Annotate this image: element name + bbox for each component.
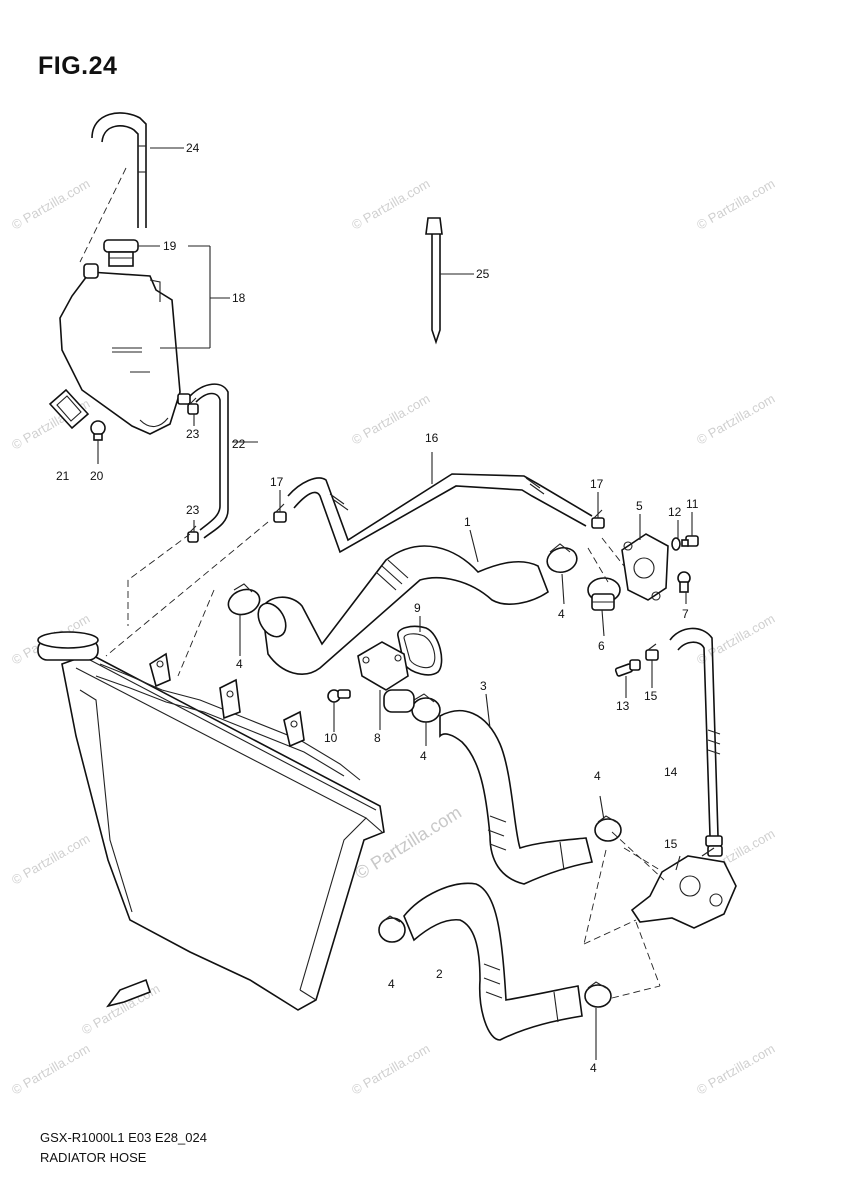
radiator-hose-3[interactable] xyxy=(439,709,593,885)
thermostat-cover-5[interactable] xyxy=(621,533,669,601)
callout-2: 2 xyxy=(436,967,443,981)
hose-clamp-4[interactable] xyxy=(594,815,622,842)
callout-25: 25 xyxy=(476,267,490,281)
watermark: © Partzilla.com xyxy=(694,611,777,668)
washer-12[interactable] xyxy=(671,537,681,551)
callout-4-right: 4 xyxy=(594,769,601,783)
hose-clamp-4[interactable] xyxy=(378,915,406,943)
watermark: © Partzilla.com xyxy=(694,391,777,448)
callout-15-upper: 15 xyxy=(644,689,658,703)
callout-22: 22 xyxy=(232,437,246,451)
figure-label: FIG.24 xyxy=(38,52,118,80)
radiator-hose-1[interactable] xyxy=(253,545,549,675)
callout-16: 16 xyxy=(425,431,439,445)
callout-7: 7 xyxy=(682,607,689,621)
bolt-13[interactable] xyxy=(614,659,641,677)
watermark: © Partzilla.com xyxy=(349,176,432,233)
callout-17-right: 17 xyxy=(590,477,604,491)
callout-15-lower: 15 xyxy=(664,837,678,851)
watermark: © Partzilla.com xyxy=(349,391,432,448)
bolt-7[interactable] xyxy=(677,571,691,593)
callout-20: 20 xyxy=(90,469,104,483)
callout-12: 12 xyxy=(668,505,682,519)
callout-13: 13 xyxy=(616,699,630,713)
watermark: © Partzilla.com xyxy=(9,176,92,233)
diagram-title: RADIATOR HOSE xyxy=(40,1150,147,1165)
callout-4-left: 4 xyxy=(236,657,243,671)
callout-6: 6 xyxy=(598,639,605,653)
callout-19: 19 xyxy=(163,239,177,253)
radiator[interactable] xyxy=(37,631,385,1011)
hose-clamp-15[interactable] xyxy=(707,845,723,857)
callout-4-bottom: 4 xyxy=(590,1061,597,1075)
bolt-20[interactable] xyxy=(90,420,106,441)
thermostat-6[interactable] xyxy=(587,577,621,611)
hose-clamp-23[interactable] xyxy=(187,525,199,543)
pad-21[interactable] xyxy=(48,388,90,430)
reservoir-cap-19[interactable] xyxy=(103,239,139,267)
callout-4-lower-left: 4 xyxy=(388,977,395,991)
leader-lines xyxy=(97,147,715,1060)
watermark: © Partzilla.com xyxy=(694,1041,777,1098)
reservoir-tank-18[interactable] xyxy=(59,263,191,435)
watermark: © Partzilla.com xyxy=(9,1041,92,1098)
hose-clamp-23[interactable] xyxy=(187,397,199,415)
callout-21: 21 xyxy=(56,469,70,483)
reservoir-hose-22[interactable] xyxy=(189,383,229,539)
callout-9: 9 xyxy=(414,601,421,615)
callout-17-left: 17 xyxy=(270,475,284,489)
water-pump-hose-14[interactable] xyxy=(669,627,723,847)
callout-3: 3 xyxy=(480,679,487,693)
callout-24: 24 xyxy=(186,141,200,155)
model-code: GSX-R1000L1 E03 E28_024 xyxy=(40,1130,207,1145)
bypass-hose-16[interactable] xyxy=(287,473,593,554)
callout-4-middle: 4 xyxy=(420,749,427,763)
callout-numbers: 24 19 18 25 23 22 21 20 16 17 17 23 1 5 … xyxy=(56,141,699,1075)
outlet-fitting-8[interactable] xyxy=(357,641,415,713)
watermark: © Partzilla.com xyxy=(9,831,92,888)
o-ring-9[interactable] xyxy=(397,625,443,676)
callout-4-upper: 4 xyxy=(558,607,565,621)
callout-10: 10 xyxy=(324,731,338,745)
hose-clamp-4[interactable] xyxy=(411,693,441,723)
hose-clamp-15[interactable] xyxy=(645,643,659,661)
callout-8: 8 xyxy=(374,731,381,745)
watermark: © Partzilla.com xyxy=(694,176,777,233)
callout-5: 5 xyxy=(636,499,643,513)
callout-23-upper: 23 xyxy=(186,427,200,441)
bolt-10[interactable] xyxy=(327,689,351,703)
callout-1: 1 xyxy=(464,515,471,529)
bolt-11[interactable] xyxy=(681,535,699,547)
hose-clamp-4[interactable] xyxy=(225,583,263,619)
front-direction-arrow xyxy=(106,978,152,1008)
water-pump[interactable] xyxy=(630,855,737,929)
cable-tie-25[interactable] xyxy=(425,217,443,345)
callout-14: 14 xyxy=(664,765,678,779)
callout-23-lower: 23 xyxy=(186,503,200,517)
radiator-hose-2[interactable] xyxy=(403,882,583,1041)
hose-clamp-4[interactable] xyxy=(544,543,579,575)
breather-hose-24[interactable] xyxy=(91,112,147,228)
watermark: © Partzilla.com xyxy=(349,1041,432,1098)
hose-clamp-4[interactable] xyxy=(584,981,612,1008)
callout-11: 11 xyxy=(686,497,699,511)
callout-18: 18 xyxy=(232,291,246,305)
